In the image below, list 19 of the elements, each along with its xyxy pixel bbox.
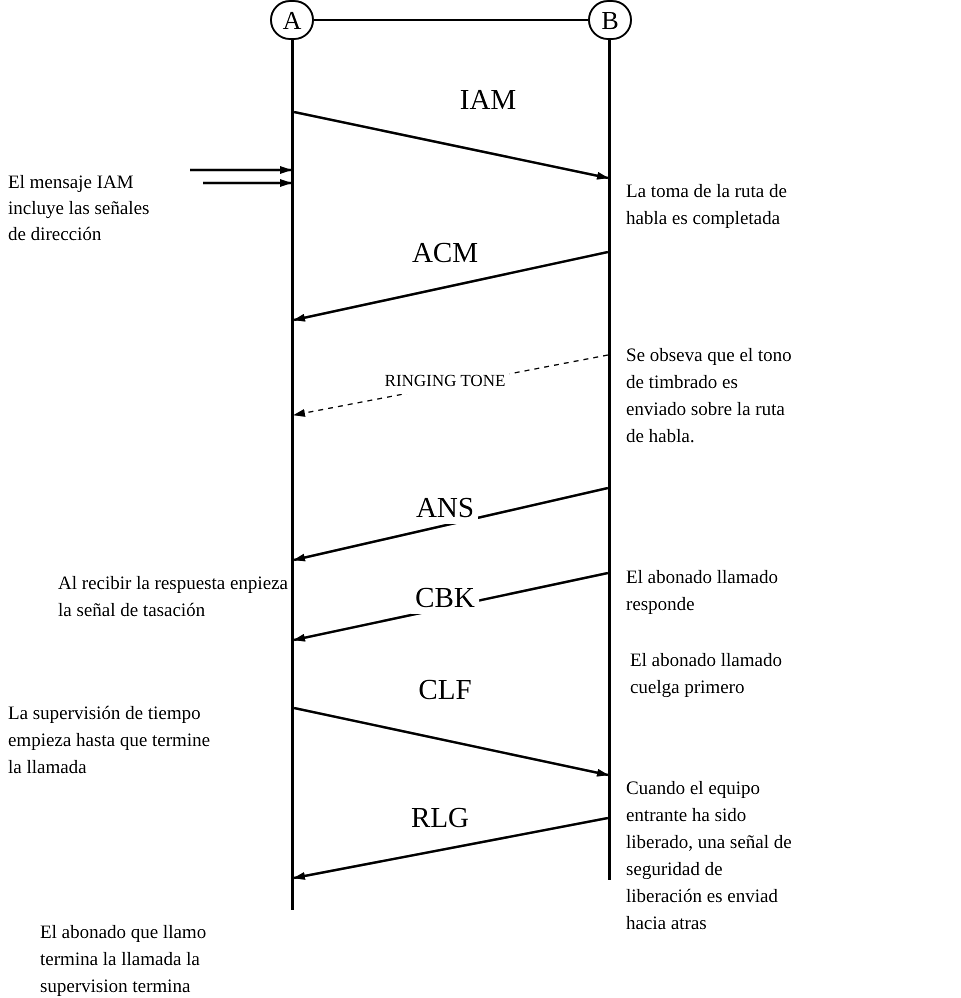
- note-text: La supervisión de tiempo empieza hasta que termine la llamada: [8, 702, 212, 780]
- note-text: Cuando el equipo entrante ha sido liberado, una señal de seguridad de liberación es enviad hacia atras: [626, 777, 793, 936]
- note-text: El mensaje IAM incluye las señales de dirección: [8, 170, 158, 248]
- lifeline: [291, 40, 294, 910]
- note-text: El abonado que llamo termina la llamada la supervision termina: [40, 921, 208, 998]
- arrow: [293, 486, 608, 562]
- note-text: El abonado llamado responde: [626, 566, 779, 617]
- connector-line: [314, 19, 588, 21]
- note-text: Al recibir la respuesta enpieza la señal de tasación: [58, 572, 289, 623]
- arrow: [293, 816, 608, 880]
- note-text: El abonado llamado cuelga primero: [630, 649, 783, 700]
- note-text: La toma de la ruta de habla es completada: [626, 180, 788, 231]
- arrow: [293, 250, 608, 322]
- arrow: [203, 179, 292, 187]
- arrow: [294, 706, 609, 777]
- arrow: [190, 166, 292, 174]
- lifeline: [608, 40, 611, 880]
- arrow: [294, 110, 609, 180]
- note-text: Se obseva que el tono de timbrado es enviado sobre la ruta de habla.: [626, 344, 793, 449]
